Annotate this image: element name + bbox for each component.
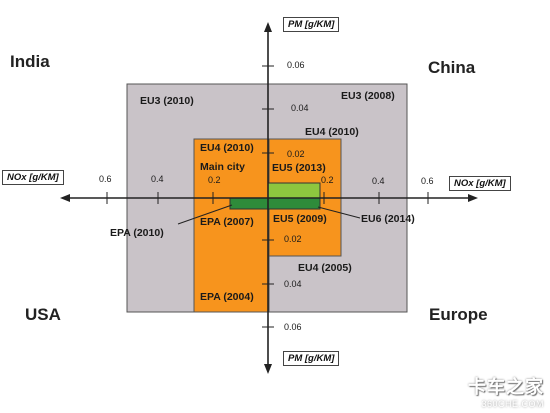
nox-axis-label-left: NOx [g/KM] [2,170,64,185]
pm-tick-label: 0.06 [287,60,305,70]
pm-tick-label: 0.02 [287,149,305,159]
eu6-green-box [267,197,321,210]
pm-axis-arrow-up [264,22,272,32]
nox-tick-label: 0.4 [151,174,164,184]
nox-axis-label-right: NOx [g/KM] [449,176,511,191]
label-epa-2010: EPA (2010) [110,227,164,239]
label-epa-2007: EPA (2007) [200,216,254,228]
pm-axis-arrow-down [264,364,272,374]
label-epa-2004: EPA (2004) [200,291,254,303]
region-europe: Europe [429,305,488,324]
pm-axis-label-bottom: PM [g/KM] [283,351,340,366]
label-eu4-2005: EU4 (2005) [298,262,352,274]
main-city-green-box [229,197,269,210]
nox-tick-label: 0.6 [421,176,434,186]
label-eu5-2013: EU5 (2013) [272,162,326,174]
usa-epa2004-orange-box [193,197,270,313]
pm-tick-label: 0.04 [291,103,309,113]
label-eu3-2010: EU3 (2010) [140,95,194,107]
eu5-2013-green-box [267,182,321,199]
nox-axis-arrow-right [468,194,478,202]
pm-tick-label: 0.06 [284,322,302,332]
watermark-sub: 360CHE.COM [481,399,544,409]
india-eu4-orange-box [193,138,270,199]
label-eu3-2008: EU3 (2008) [341,90,395,102]
watermark-main: 卡车之家 [468,377,544,397]
nox-tick-label: 0.2 [321,175,334,185]
nox-tick-label: 0.2 [208,175,221,185]
nox-tick-label: 0.6 [99,174,112,184]
label-eu4-2010-india: EU4 (2010) [200,142,254,154]
label-eu6-2014: EU6 (2014) [361,213,415,225]
label-main-city: Main city [200,161,245,173]
watermark: 卡车之家 360CHE.COM [468,373,544,409]
nox-tick-label: 0.4 [372,176,385,186]
epa-2010-pointer [177,204,233,225]
region-china: China [428,58,476,77]
label-eu4-2010-china: EU4 (2010) [305,126,359,138]
pm-tick-label: 0.04 [284,279,302,289]
region-india: India [10,52,50,71]
label-eu5-2009: EU5 (2009) [273,213,327,225]
pm-axis-label-top: PM [g/KM] [283,17,340,32]
region-usa: USA [25,305,61,324]
nox-axis-arrow-left [60,194,70,202]
eu6-2014-pointer [317,206,361,219]
pm-tick-label: 0.02 [284,234,302,244]
